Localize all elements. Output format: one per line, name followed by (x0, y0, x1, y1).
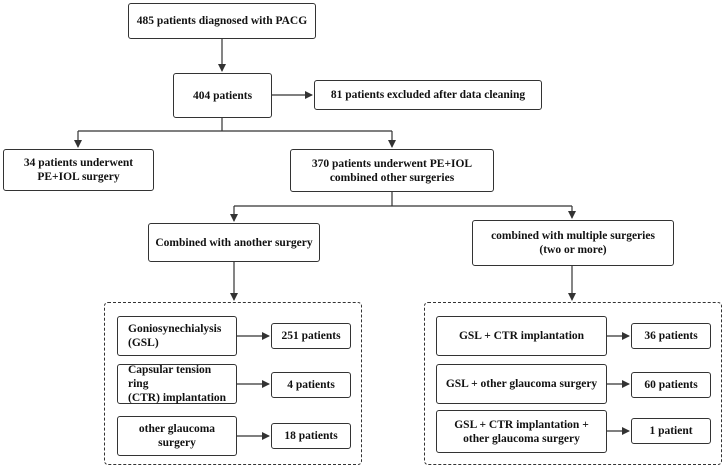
other-glaucoma-count-box: 18 patients (271, 423, 351, 449)
gsl-ctr-other-line2: other glaucoma surgery (463, 432, 580, 445)
total-patients-box: 485 patients diagnosed with PACG (128, 3, 316, 39)
combined-another-label: Combined with another surgery (155, 236, 313, 249)
gsl-line1: Goniosynechialysis (128, 323, 222, 335)
combined-another-box: Combined with another surgery (148, 223, 320, 262)
combined-multiple-line2: (two or more) (539, 244, 607, 256)
gsl-ctr-other-box: GSL + CTR implantation + other glaucoma … (436, 410, 607, 453)
other-glaucoma-count-label: 18 patients (284, 430, 338, 442)
pe-iol-combined-box: 370 patients underwent PE+IOL combined o… (290, 149, 494, 192)
gsl-ctr-other-count-box: 1 patient (631, 418, 711, 444)
gsl-other-label: GSL + other glaucoma surgery (445, 378, 598, 390)
gsl-other-count-box: 60 patients (631, 372, 711, 398)
gsl-ctr-count-label: 36 patients (644, 330, 698, 342)
total-patients-label: 485 patients diagnosed with PACG (136, 15, 308, 27)
other-glaucoma-label: other glaucoma surgery (138, 423, 216, 449)
gsl-ctr-other-line1: GSL + CTR implantation + (454, 418, 589, 431)
gsl-ctr-label: GSL + CTR implantation (458, 330, 585, 342)
gsl-count-label: 251 patients (281, 330, 341, 342)
pe-iol-only-line2: PE+IOL surgery (37, 171, 120, 183)
gsl-ctr-count-box: 36 patients (631, 323, 711, 349)
ctr-count-box: 4 patients (271, 372, 351, 398)
combined-multiple-line1: combined with multiple surgeries (491, 230, 655, 242)
excluded-box: 81 patients excluded after data cleaning (314, 80, 542, 110)
multiple-combination-group (424, 302, 722, 465)
after-cleaning-label: 404 patients (192, 89, 253, 102)
ctr-line2: (CTR) implantation (128, 392, 227, 404)
excluded-label: 81 patients excluded after data cleaning (330, 89, 526, 101)
pe-iol-only-line1: 34 patients underwent (23, 157, 134, 169)
single-combination-group (104, 302, 362, 465)
gsl-box: Goniosynechialysis (GSL) (117, 316, 237, 356)
combined-multiple-box: combined with multiple surgeries (two or… (472, 220, 674, 266)
pe-iol-combined-line1: 370 patients underwent PE+IOL (311, 157, 473, 170)
gsl-line2: (GSL) (128, 337, 159, 349)
gsl-other-box: GSL + other glaucoma surgery (436, 364, 607, 404)
gsl-other-count-label: 60 patients (644, 379, 698, 391)
gsl-ctr-other-count-label: 1 patient (649, 425, 693, 437)
pe-iol-combined-line2: combined other surgeries (329, 171, 455, 184)
ctr-count-label: 4 patients (287, 379, 335, 391)
after-cleaning-box: 404 patients (173, 73, 272, 118)
other-glaucoma-box: other glaucoma surgery (117, 416, 237, 456)
pe-iol-only-box: 34 patients underwent PE+IOL surgery (3, 149, 154, 191)
ctr-line1: Capsular tension ring (128, 364, 212, 390)
ctr-box: Capsular tension ring (CTR) implantation (117, 364, 237, 404)
gsl-count-box: 251 patients (271, 323, 351, 349)
gsl-ctr-box: GSL + CTR implantation (436, 316, 607, 356)
